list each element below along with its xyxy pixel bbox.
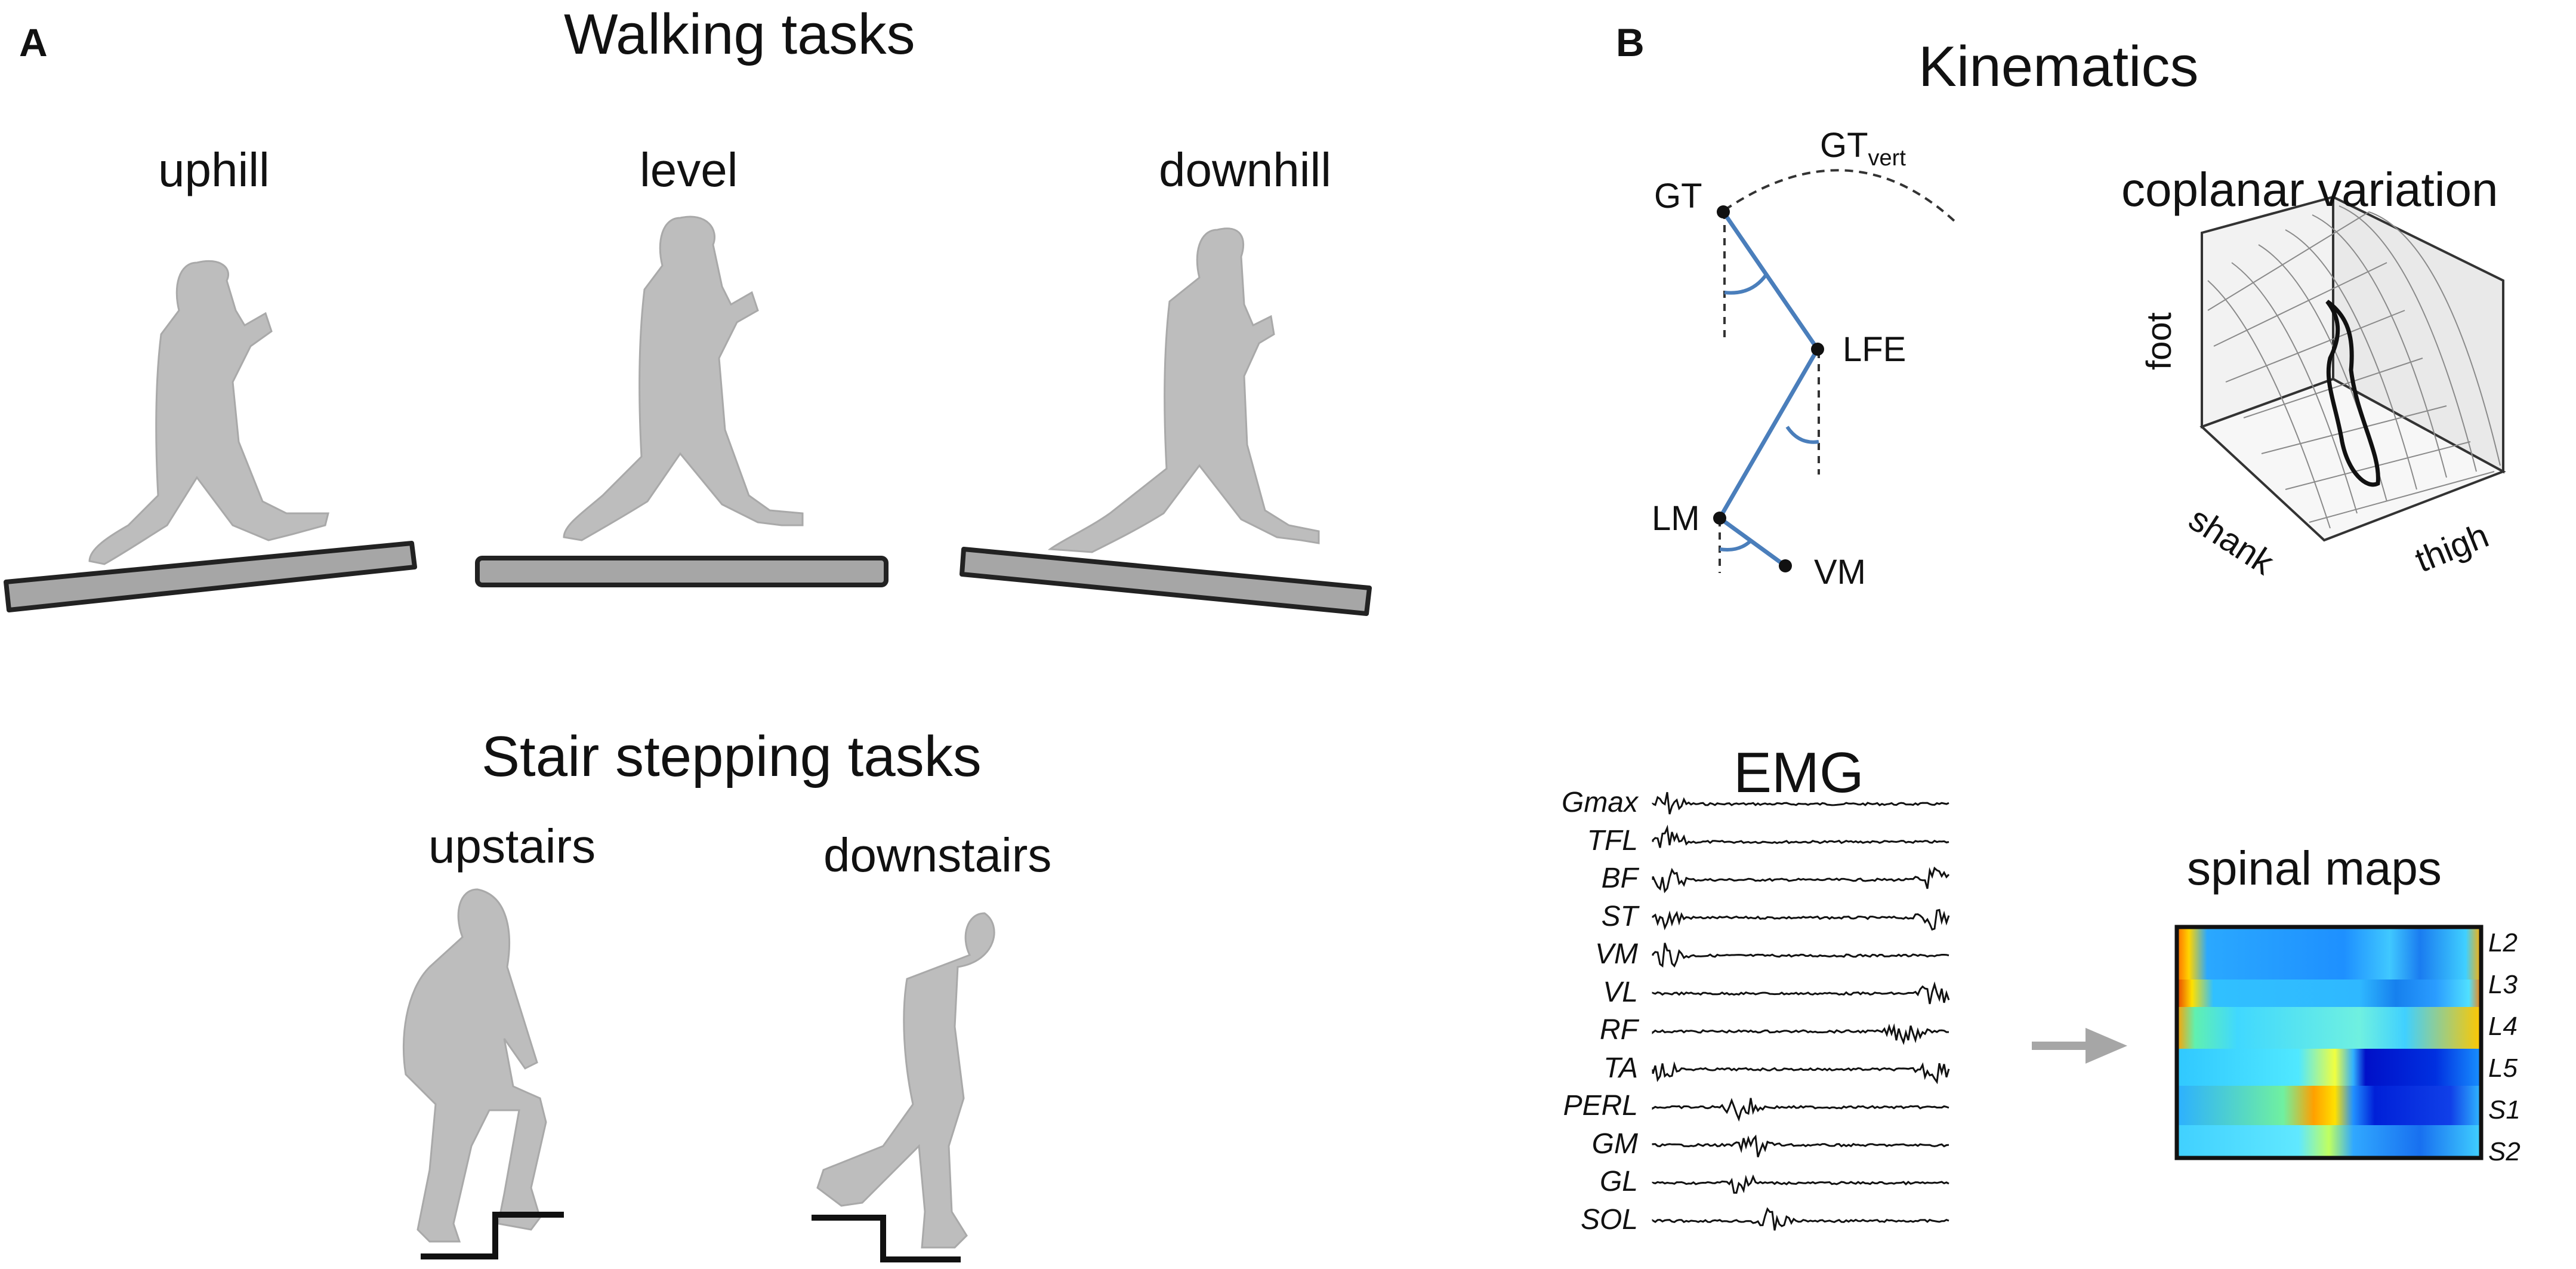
kinematic-stick-figure <box>1713 169 1955 573</box>
walker-downhill <box>1047 227 1320 553</box>
gt-marker <box>1717 205 1730 218</box>
ankle-angle-arc <box>1719 538 1753 552</box>
arrow-to-spinal-maps <box>2032 1028 2127 1064</box>
emg-trace <box>1652 824 1949 848</box>
emg-trace <box>1652 942 1949 968</box>
segment-label: L4 <box>2488 1012 2518 1041</box>
label-level: level <box>640 143 738 196</box>
platform-downhill <box>960 547 1372 616</box>
vm-marker <box>1779 559 1792 572</box>
label-upstairs: upstairs <box>428 820 596 873</box>
muscle-label: SOL <box>1580 1203 1638 1236</box>
gait-loop <box>2325 300 2380 487</box>
muscle-label: RF <box>1600 1014 1638 1046</box>
gt-vert-label: GTvert <box>1820 126 1906 171</box>
marker-label-gt: GT <box>1654 177 1702 215</box>
label-uphill: uphill <box>158 143 270 196</box>
box-floor <box>2199 377 2506 542</box>
walking-tasks-title: Walking tasks <box>564 2 915 66</box>
emg-trace <box>1652 866 1950 894</box>
emg-trace <box>1652 1098 1949 1122</box>
emg-trace <box>1652 1134 1949 1157</box>
label-downstairs: downstairs <box>823 828 1052 882</box>
marker-label-vm: VM <box>1814 553 1866 592</box>
hip-angle-arc <box>1724 273 1768 295</box>
panel-a-letter: A <box>19 20 48 64</box>
segment-label: S2 <box>2488 1137 2521 1166</box>
muscle-label: ST <box>1601 900 1638 932</box>
marker-label-lm: LM <box>1652 499 1700 538</box>
label-downhill: downhill <box>1159 143 1332 196</box>
emg-title: EMG <box>1733 741 1864 805</box>
platform-uphill <box>4 541 417 612</box>
shank-segment <box>1717 348 1820 519</box>
gt-vert-arc <box>1723 169 1955 222</box>
emg-trace <box>1652 1174 1949 1194</box>
muscle-label: VM <box>1595 938 1638 970</box>
thigh-segment <box>1722 211 1819 350</box>
marker-label-lfe: LFE <box>1843 330 1906 369</box>
emg-trace <box>1652 1023 1949 1045</box>
segment-label: L3 <box>2488 970 2518 999</box>
walker-upstairs <box>402 888 547 1243</box>
muscle-label: TA <box>1603 1052 1638 1084</box>
stair-tasks-title: Stair stepping tasks <box>482 725 982 788</box>
muscle-label: PERL <box>1563 1090 1638 1122</box>
coplanar-surface-plot <box>2199 195 2506 542</box>
emg-traces <box>1652 791 1950 1231</box>
segment-label: S1 <box>2488 1095 2521 1125</box>
spinal-maps-title: spinal maps <box>2187 842 2442 895</box>
axis-label-foot: foot <box>2140 312 2179 370</box>
lfe-marker <box>1811 343 1824 356</box>
emg-trace <box>1652 1207 1949 1231</box>
coplanar-title: coplanar variation <box>2121 163 2498 216</box>
emg-trace <box>1652 908 1950 931</box>
muscle-label: VL <box>1603 976 1638 1008</box>
segment-label: L5 <box>2488 1054 2518 1083</box>
muscle-label: GM <box>1591 1128 1638 1160</box>
emg-trace <box>1652 1061 1950 1085</box>
muscle-label: TFL <box>1587 824 1638 857</box>
emg-trace <box>1652 981 1950 1005</box>
muscle-label: GL <box>1599 1166 1638 1197</box>
emg-trace <box>1652 791 1949 815</box>
lm-marker <box>1713 512 1726 525</box>
walker-downstairs <box>816 912 995 1249</box>
foot-segment <box>1718 516 1787 568</box>
spinal-map-heatmap <box>2174 925 2484 1160</box>
muscle-label: BF <box>1601 863 1638 894</box>
step-upstairs <box>421 1212 564 1259</box>
muscle-label: Gmax <box>1561 787 1638 818</box>
walker-uphill <box>88 260 329 565</box>
segment-label: L2 <box>2488 928 2518 957</box>
panel-b-letter: B <box>1616 20 1645 64</box>
platform-level <box>475 556 889 587</box>
step-downstairs <box>812 1215 961 1262</box>
knee-angle-arc <box>1785 426 1819 444</box>
walker-level <box>563 215 804 541</box>
kinematics-title: Kinematics <box>1918 35 2199 98</box>
